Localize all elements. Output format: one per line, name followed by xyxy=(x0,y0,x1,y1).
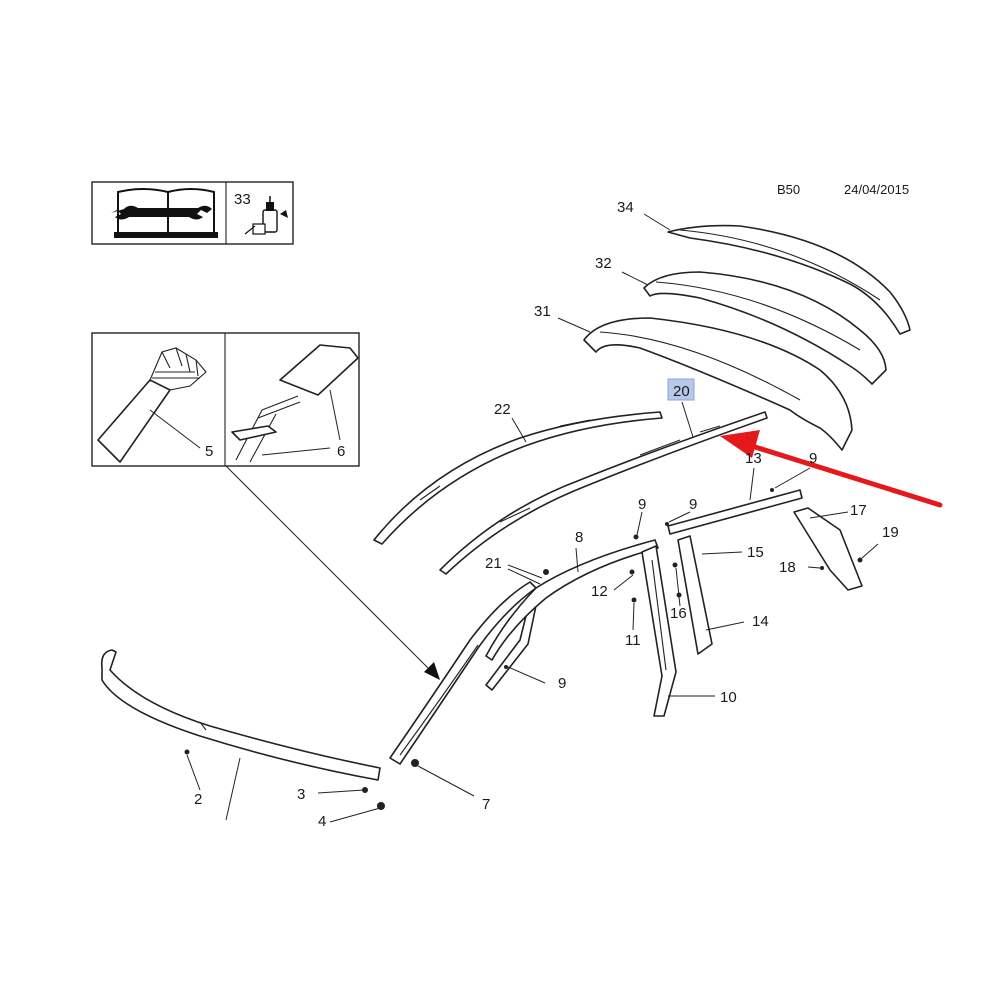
label-part-18: 18 xyxy=(779,559,796,576)
label-part-9-d: 9 xyxy=(809,450,817,467)
label-part-31: 31 xyxy=(534,303,551,320)
label-part-21: 21 xyxy=(485,555,502,572)
part-labels: 2 3 4 5 6 7 8 9 9 9 9 10 11 12 13 14 15 … xyxy=(194,199,899,830)
part-34-spoiler-cap xyxy=(667,224,911,335)
label-part-14: 14 xyxy=(752,613,769,630)
label-part-15: 15 xyxy=(747,544,764,561)
part-17-quarter-trim xyxy=(793,507,863,591)
legend-box: 33 xyxy=(91,181,294,245)
detail-inset xyxy=(91,332,360,467)
label-part-19: 19 xyxy=(882,524,899,541)
label-part-8: 8 xyxy=(575,529,583,546)
leader-lines xyxy=(186,213,879,823)
adhesive-bottle-icon xyxy=(244,196,288,235)
part-20-roof-rail xyxy=(439,411,768,575)
label-part-32: 32 xyxy=(595,255,612,272)
part-a-pillar-trim xyxy=(389,581,539,765)
label-part-22: 22 xyxy=(494,401,511,418)
label-part-9-c: 9 xyxy=(689,496,697,513)
part-13-strip xyxy=(667,489,803,535)
label-part-12: 12 xyxy=(591,583,608,600)
part-31-spoiler xyxy=(583,317,853,451)
part-8-frame xyxy=(485,539,659,661)
label-part-10: 10 xyxy=(720,689,737,706)
label-part-9-b: 9 xyxy=(638,496,646,513)
label-part-17: 17 xyxy=(850,502,867,519)
part-10-pillar xyxy=(641,545,677,717)
label-part-20: 20 xyxy=(673,383,690,400)
label-part-5: 5 xyxy=(205,443,213,460)
diagram-date: 24/04/2015 xyxy=(844,182,909,197)
label-part-4: 4 xyxy=(318,813,326,830)
label-part-2: 2 xyxy=(194,791,202,808)
part-14-applique xyxy=(677,535,713,655)
part-20-highlight xyxy=(667,378,695,401)
red-pointer-arrow-icon xyxy=(720,430,943,508)
part-22-roof-rail xyxy=(373,411,663,545)
label-part-16: 16 xyxy=(670,605,687,622)
part-32-spoiler-trim xyxy=(643,271,887,385)
diagram-code: B50 xyxy=(777,182,800,197)
part-windshield-molding xyxy=(100,649,381,781)
fasteners xyxy=(184,488,863,810)
label-part-34: 34 xyxy=(617,199,634,216)
label-part-9-a: 9 xyxy=(558,675,566,692)
manual-wrench-icon xyxy=(111,188,218,238)
label-part-11: 11 xyxy=(625,632,641,649)
label-part-6: 6 xyxy=(337,443,345,460)
label-part-13: 13 xyxy=(745,450,762,467)
label-part-7: 7 xyxy=(482,796,490,813)
label-part-3: 3 xyxy=(297,786,305,803)
tool-number: 33 xyxy=(234,191,251,208)
